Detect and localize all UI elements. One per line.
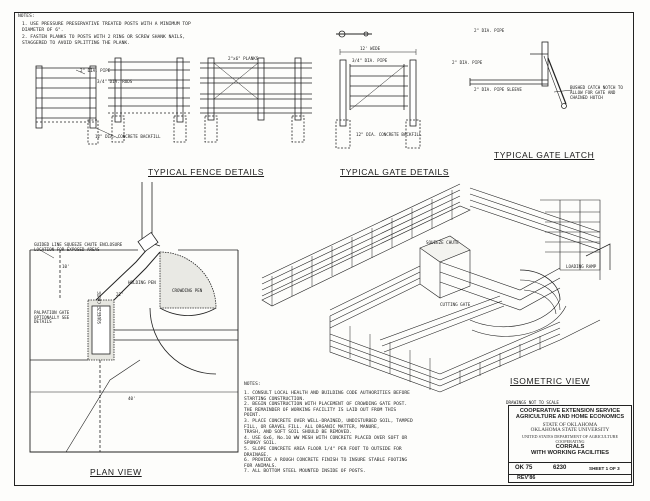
bottom-note-line: 7. ALL BOTTOM STEEL MOUNTED INSIDE OF PO… [244,469,366,475]
label-latch-pipe-left: 2" DIA. PIPE [452,60,483,65]
title-block-state: STATE OF OKLAHOMA OKLAHOMA STATE UNIVERS… [509,422,631,445]
label-gate-width: 12' WIDE [360,46,381,51]
dim-22ft: 22' [116,292,124,297]
label-pipe-rail: 2" DIA. PIPE [80,68,111,73]
label-rods: 3/4" DIA. RODS [97,79,133,84]
label-holding-pen: HOLDING PEN [128,280,156,285]
title-plan-view: PLAN VIEW [90,467,142,477]
bottom-note-line: STARTING CONSTRUCTION. [244,396,305,402]
fence-detail-plank [95,57,190,143]
agency-line: AGRICULTURE AND HOME ECONOMICS [515,414,625,421]
bottom-note-line: FOR ANIMALS. [244,463,278,469]
dim-10ft: 10' [62,264,70,269]
label-latch-sleeve: 2" DIA. PIPE SLEEVE [474,87,522,92]
bottom-note-line: DRAINAGE. [244,452,269,458]
title-gate-details: TYPICAL GATE DETAILS [340,167,450,177]
top-note-line: STAGGERED TO AVOID SPLITTING THE PLANK. [22,41,130,46]
sheet-number: SHEET 1 OF 3 [589,466,620,471]
label-planks: 2"x6" PLANKS [228,56,259,61]
title-block-number-row: OK 75 6230 SHEET 1 OF 3 [509,462,631,475]
label-squeeze-chute-plan: SQUEEZE CHUTE [97,291,102,324]
state-line: UNITED STATES DEPARTMENT OF AGRICULTURE … [521,433,619,445]
bottom-note-line: THE REMAINDER OF WORKING FACILITY IS LAI… [244,407,397,413]
label-squeeze-chute-iso: SQUEEZE CHUTE [426,240,459,245]
state-line: OKLAHOMA STATE UNIVERSITY [530,427,610,434]
bottom-note-line: 3. PLACE CONCRETE OVER WELL-DRAINED, UND… [244,419,413,424]
title-fence-details: TYPICAL FENCE DETAILS [148,167,265,177]
drawing-title-line: CORRALS [555,444,585,450]
bottom-note-line: TRASH, AND SOFT SOIL SHOULD BE REMOVED. [244,430,352,436]
bottom-note-line: 4. USE 6x6, No.10 WW MESH WITH CONCRETE … [244,435,408,441]
notes-header: NOTES: [18,14,35,19]
bottom-note-line: FILL, OR GRAVEL FILL. ALL ORGANIC MATTER… [244,424,380,430]
top-note-line: 2. FASTEN PLANKS TO POSTS WITH 2 RING OR… [22,35,186,40]
plan-view [29,182,239,453]
drawing-title-line: WITH WORKING FACILITIES [531,450,609,457]
label-crowding-pen: CROWDING PEN [172,288,203,293]
bottom-note-line: POINT. [244,413,261,419]
isometric-view [261,183,611,393]
label-loading-ramp: LOADING RAMP [566,264,597,269]
bottom-note-line: 6. PROVIDE A ROUGH CONCRETE FINISH TO IN… [244,458,408,464]
drawing-number: 6230 [553,465,567,471]
label-cutting-gate: CUTTING GATE [440,302,471,307]
title-gate-latch: TYPICAL GATE LATCH [494,150,595,160]
label-latch-pipe-top: 2" DIA. PIPE [474,28,505,33]
label-plan-gate-note: GUIDED LINE SQUEEZE CHUTE ENCLOSURE LOCA… [34,242,123,252]
agency-line: COOPERATIVE EXTENSION SERVICE [519,408,621,414]
label-gate-pipe: 3/4" DIA. PIPE [352,58,388,63]
bottom-note-line: 2. BEGIN CONSTRUCTION WITH PLACEMENT OF … [244,402,408,408]
fence-detail-rod [35,65,99,145]
state-line: STATE OF OKLAHOMA [542,422,598,428]
dim-40ft: 40' [128,396,136,401]
label-latch-note: BUSHED CATCH NOTCH TO ALLOW FOR GATE AND… [570,85,623,100]
top-note-line: 1. USE PRESSURE PRESERVATIVE TREATED POS… [22,22,191,27]
bottom-notes-header: NOTES: [244,382,261,387]
project-code: OK 75 [515,465,533,471]
bottom-note-line: 5. SLOPE CONCRETE AREA FLOOR 1/4" PER FO… [244,447,402,452]
label-gate-backfill: 12" DIA. CONCRETE BACKFILL [356,132,422,137]
drawings-scale-note: DRAWINGS NOT TO SCALE [506,400,559,405]
label-palpation-gate: PALPATION GATE OPTIONALLY SEE DETAILS [34,310,70,325]
revision: REV'86 [517,475,536,481]
fence-detail-board [200,57,312,143]
gate-detail [335,30,421,149]
bottom-note-line: 1. CONSULT LOCAL HEALTH AND BUILDING COD… [244,391,410,396]
sheet-border [14,12,634,486]
label-fence-backfill: 12" DIA. CONCRETE BACKFILL [95,134,161,139]
bottom-note-line: SPONGY SOIL. [244,441,278,447]
gate-latch-detail [469,41,573,109]
title-block-agency: COOPERATIVE EXTENSION SERVICE AGRICULTUR… [509,408,631,420]
title-block: COOPERATIVE EXTENSION SERVICE AGRICULTUR… [508,405,632,483]
top-note-line: DIAMETER OF 6". [22,28,64,33]
title-isometric-view: ISOMETRIC VIEW [510,376,590,386]
title-block-title: CORRALS WITH WORKING FACILITIES [509,444,631,456]
